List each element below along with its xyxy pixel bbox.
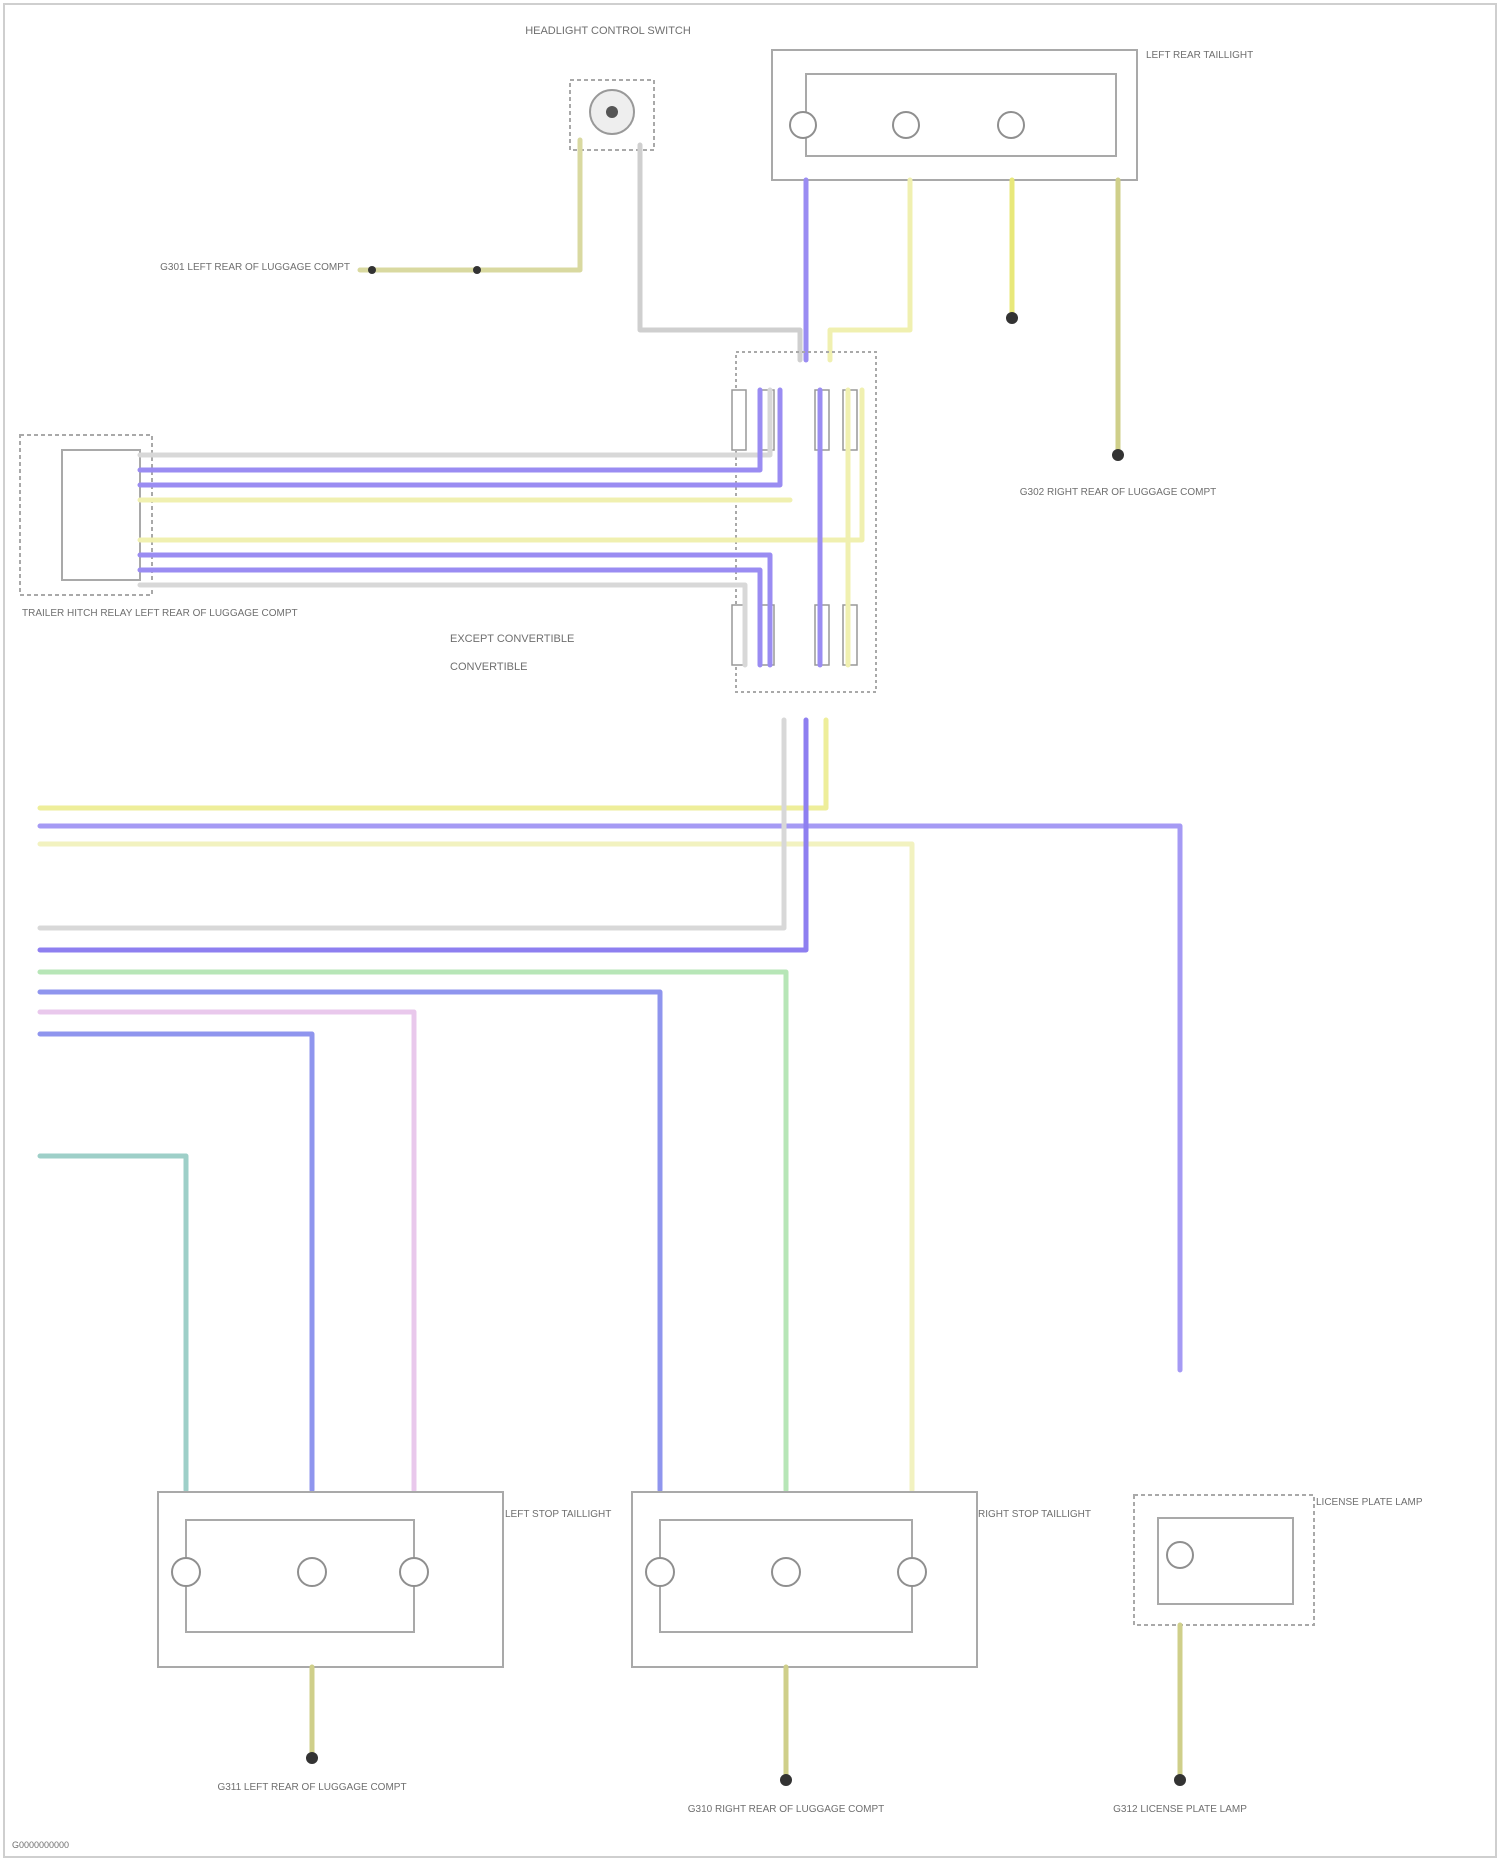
lamp-icon — [646, 1558, 674, 1586]
ground-icon — [780, 1774, 792, 1786]
lamp-icon — [998, 112, 1024, 138]
lamp-icon — [898, 1558, 926, 1586]
left-stop-taillight: LEFT STOP TAILLIGHT — [158, 1492, 611, 1667]
center-connector-block — [732, 352, 876, 692]
lamp-icon — [790, 112, 816, 138]
right-stop-taillight: RIGHT STOP TAILLIGHT — [632, 1492, 1091, 1667]
ground-right-label: G312 LICENSE PLATE LAMP — [1113, 1804, 1247, 1815]
ground-icon — [1174, 1774, 1186, 1786]
note-1: EXCEPT CONVERTIBLE — [450, 633, 574, 645]
trailer-relay: TRAILER HITCH RELAY LEFT REAR OF LUGGAGE… — [20, 435, 298, 619]
ground-icon — [306, 1752, 318, 1764]
lamp-icon — [772, 1558, 800, 1586]
plate-title: LICENSE PLATE LAMP — [1316, 1497, 1423, 1508]
lamp-icon — [172, 1558, 200, 1586]
relay-title: TRAILER HITCH RELAY LEFT REAR OF LUGGAGE… — [22, 608, 298, 619]
left-stop-title: LEFT STOP TAILLIGHT — [505, 1509, 611, 1520]
ground-top-right-label: G302 RIGHT REAR OF LUGGAGE COMPT — [1020, 487, 1217, 498]
upper-taillight-assembly: LEFT REAR TAILLIGHT — [772, 50, 1253, 180]
right-stop-title: RIGHT STOP TAILLIGHT — [978, 1509, 1091, 1520]
upper-taillight-title: LEFT REAR TAILLIGHT — [1146, 50, 1253, 61]
switch-title: HEADLIGHT CONTROL SWITCH — [525, 25, 691, 37]
license-plate-lamp: LICENSE PLATE LAMP — [1134, 1495, 1423, 1625]
lamp-icon — [1167, 1542, 1193, 1568]
footer-code: G0000000000 — [12, 1840, 69, 1850]
ground-mid-label: G310 RIGHT REAR OF LUGGAGE COMPT — [688, 1804, 885, 1815]
ground-left-label: G311 LEFT REAR OF LUGGAGE COMPT — [217, 1782, 406, 1793]
ground-icon — [1112, 449, 1124, 461]
lamp-icon — [298, 1558, 326, 1586]
lamp-icon — [893, 112, 919, 138]
headlight-switch: HEADLIGHT CONTROL SWITCH — [525, 25, 691, 150]
lamp-icon — [400, 1558, 428, 1586]
ground-icon — [1006, 312, 1018, 324]
note-2: CONVERTIBLE — [450, 661, 527, 673]
ground-top-label: G301 LEFT REAR OF LUGGAGE COMPT — [160, 262, 350, 273]
